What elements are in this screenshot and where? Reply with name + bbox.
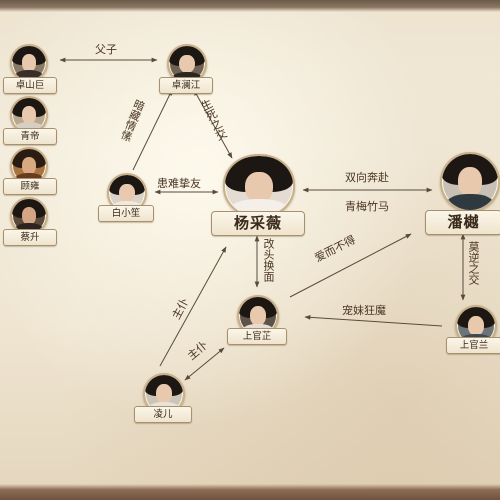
name-plate: 凌儿 bbox=[134, 406, 192, 423]
edge-love-unattained bbox=[289, 233, 412, 298]
name-plate: 潘樾 bbox=[425, 210, 500, 235]
label-changed-face: 改头换面 bbox=[262, 238, 275, 282]
bottom-border bbox=[0, 484, 500, 500]
label-father-son: 父子 bbox=[95, 43, 117, 56]
avatar bbox=[10, 197, 48, 235]
name-plate: 上官芷 bbox=[227, 328, 287, 345]
name-plate: 上官兰 bbox=[446, 337, 500, 354]
label-hardship-friend: 患难挚友 bbox=[157, 177, 201, 190]
name-plate: 青帝 bbox=[3, 128, 57, 145]
avatar bbox=[440, 152, 500, 212]
label-moni: 莫逆之交 bbox=[467, 241, 480, 285]
name-plate: 卓澜江 bbox=[159, 77, 213, 94]
top-border bbox=[0, 0, 500, 12]
label-doting-sister: 宠妹狂魔 bbox=[342, 304, 386, 317]
edge-life-death bbox=[193, 89, 233, 159]
label-mutual-love: 双向奔赴 bbox=[345, 171, 389, 184]
name-plate: 卓山巨 bbox=[3, 77, 57, 94]
edge-doting-sister bbox=[304, 314, 443, 327]
name-plate: 蔡升 bbox=[3, 229, 57, 246]
avatar bbox=[223, 154, 295, 218]
name-plate: 白小笙 bbox=[98, 205, 154, 222]
name-plate: 杨采薇 bbox=[211, 211, 305, 236]
label-childhood: 青梅竹马 bbox=[345, 200, 389, 213]
avatar bbox=[10, 96, 48, 134]
name-plate: 顾雍 bbox=[3, 178, 57, 195]
edge-dark-affection bbox=[132, 89, 173, 171]
edge-master-servant-1 bbox=[159, 246, 227, 367]
edge-master-servant-2 bbox=[184, 347, 225, 381]
